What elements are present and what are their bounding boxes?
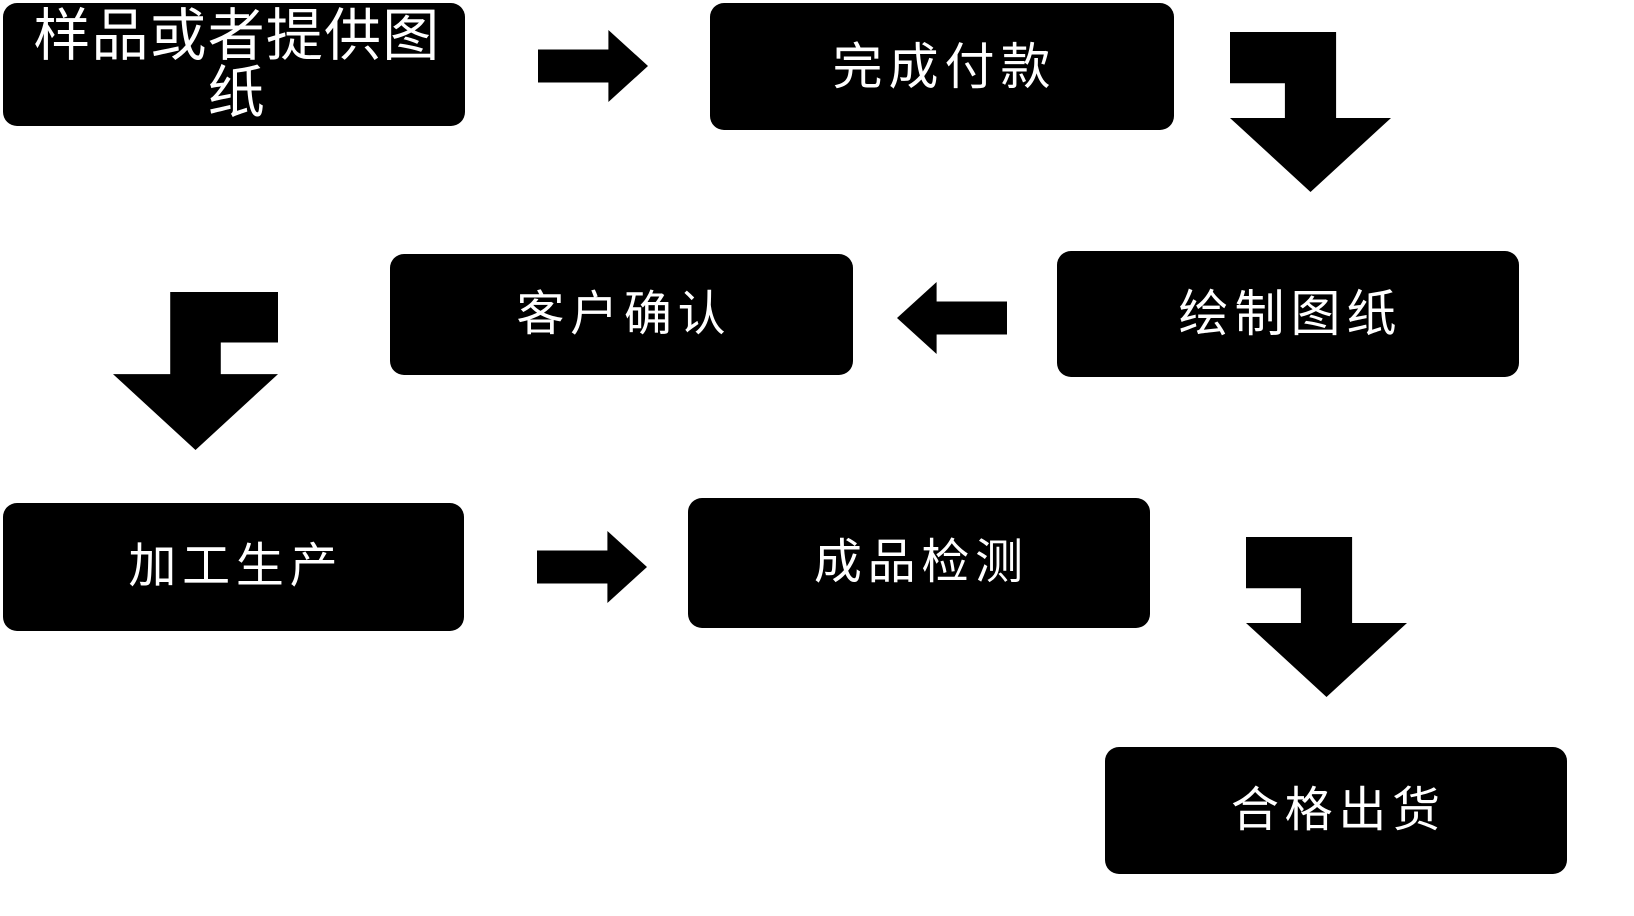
node-label: 完成付款	[832, 38, 1057, 95]
node-label: 客户确认	[516, 287, 732, 341]
arrow-left-icon	[897, 282, 1007, 354]
node-production[interactable]: 加工生产	[3, 503, 464, 631]
node-label: 合格出货	[1230, 783, 1446, 837]
arrow-elbow-right-down-icon	[1230, 32, 1391, 192]
arrow-right-icon	[538, 30, 648, 102]
arrow-elbow-right-down-icon	[1246, 537, 1407, 697]
node-label: 成品检测	[813, 536, 1029, 589]
node-label: 绘制图纸	[1178, 286, 1403, 342]
arrow-elbow-left-down-icon	[113, 292, 278, 450]
node-qualified-shipment[interactable]: 合格出货	[1105, 747, 1567, 874]
node-product-inspection[interactable]: 成品检测	[688, 498, 1150, 628]
node-complete-payment[interactable]: 完成付款	[710, 3, 1174, 130]
node-sample-or-drawing[interactable]: 样品或者提供图纸	[3, 3, 465, 126]
node-draw-drawings[interactable]: 绘制图纸	[1057, 251, 1519, 377]
node-customer-confirm[interactable]: 客户确认	[390, 254, 853, 375]
arrow-right-icon	[537, 531, 647, 603]
node-label: 加工生产	[128, 540, 344, 593]
node-label: 样品或者提供图纸	[33, 3, 441, 125]
